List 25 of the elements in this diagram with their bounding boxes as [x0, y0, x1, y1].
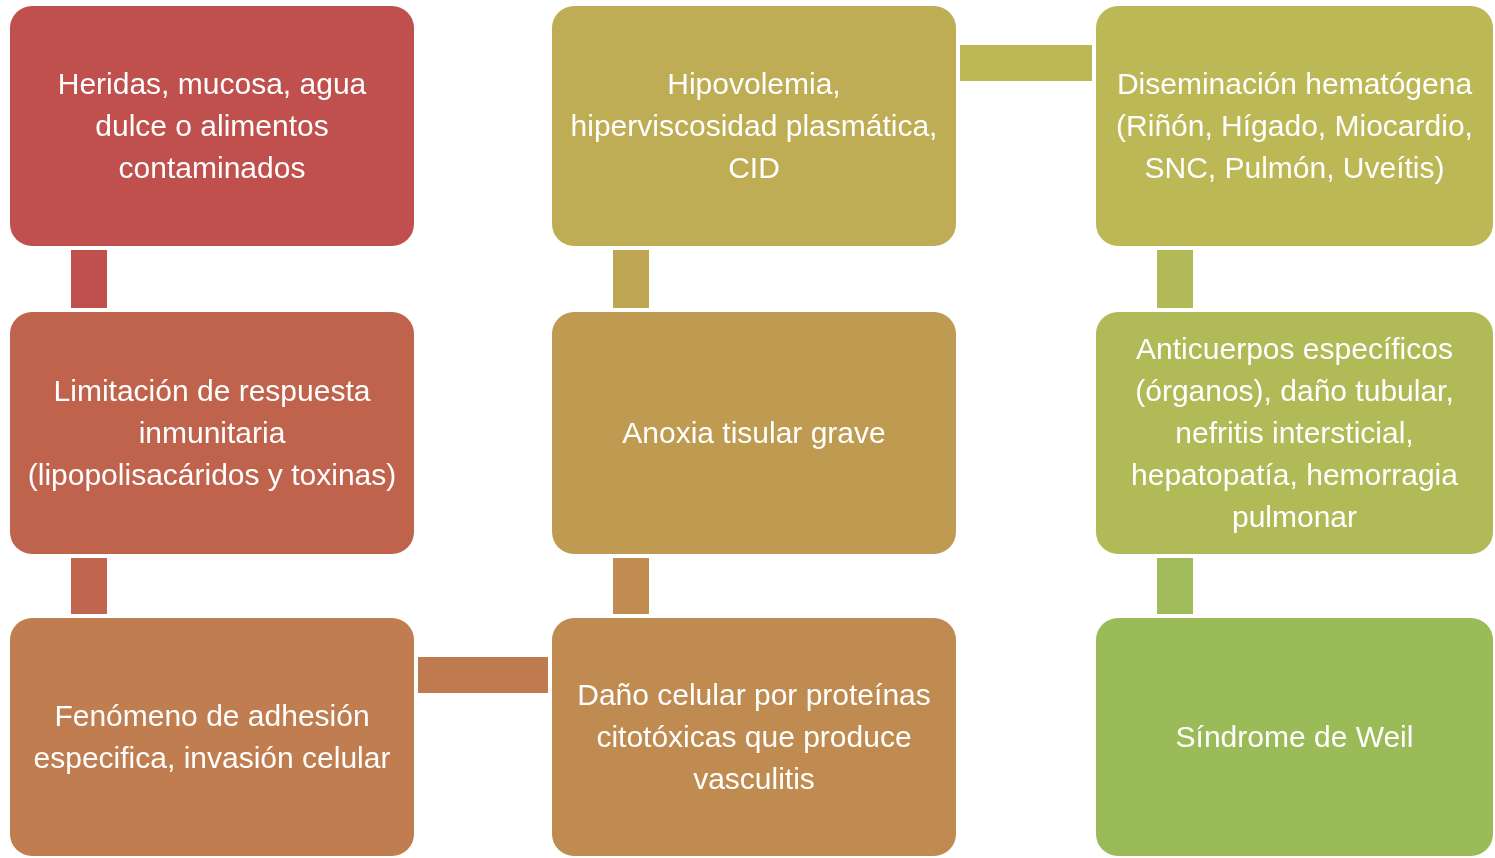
process-box [1096, 312, 1493, 554]
connector-bar [960, 45, 1092, 81]
connector-bar [71, 250, 107, 308]
box-text: Fenómeno de adhesión especifica, invasión celular [32, 698, 392, 776]
process-box [10, 618, 414, 856]
box-text: Hipovolemia, hiperviscosidad plasmática, CID [569, 66, 939, 186]
process-box [552, 312, 956, 554]
box-text: Diseminación hematógena (Riñón, Hígado, Miocardio, SNC, Pulmón, Uveítis) [1115, 66, 1474, 186]
connector-bar [613, 250, 649, 308]
process-box [1096, 6, 1493, 246]
box-text: Síndrome de Weil [1175, 719, 1414, 755]
process-box [552, 6, 956, 246]
box-text: Anticuerpos específicos (órganos), daño tubular, nefritis intersticial, hepatopatía, hemorragia pulmonar [1130, 331, 1459, 535]
connector-bar [1157, 250, 1193, 308]
box-text: Heridas, mucosa, agua dulce o alimentos contaminados [56, 66, 368, 186]
box-text: Anoxia tisular grave [622, 415, 886, 451]
connector-bar [418, 657, 548, 693]
process-box [1096, 618, 1493, 856]
process-box [10, 6, 414, 246]
connector-bar [71, 558, 107, 614]
process-box [10, 312, 414, 554]
box-text: Limitación de respuesta inmunitaria (lipopolisacáridos y toxinas) [26, 373, 398, 493]
box-text: Daño celular por proteínas citotóxicas que produce vasculitis [576, 677, 932, 797]
connector-bar [613, 558, 649, 614]
process-box [552, 618, 956, 856]
